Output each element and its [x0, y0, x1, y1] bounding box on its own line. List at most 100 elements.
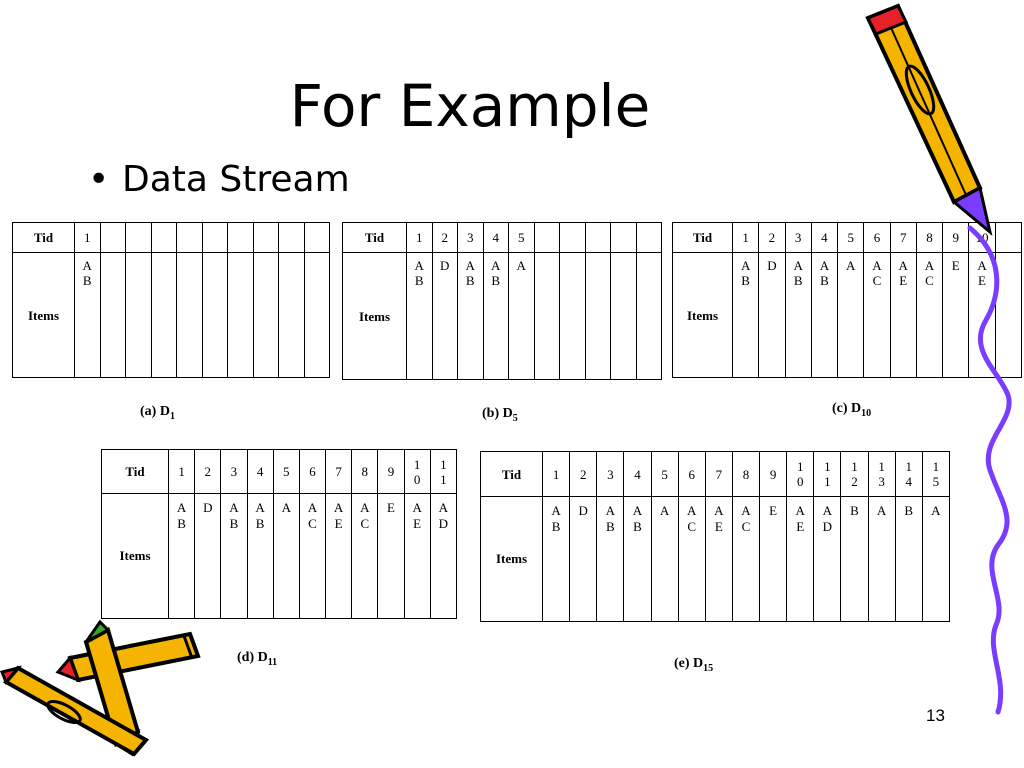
crossed-pencils-icon [0, 619, 201, 757]
tid-cell: 1 1 [429, 449, 458, 494]
tid-cell [303, 222, 330, 253]
tid-header-label: Tid [672, 222, 733, 253]
itemset-cell [150, 252, 177, 378]
tid-cell [278, 222, 305, 253]
tid-cell: 3 [220, 449, 248, 494]
itemset-cell: A B [457, 252, 484, 380]
tid-cell: 9 [377, 449, 405, 494]
tid-cell: 1 5 [921, 451, 951, 497]
itemset-cell: D [194, 493, 222, 619]
tid-cell: 5 [650, 451, 679, 497]
itemset-cell: B [840, 496, 869, 622]
bullet-item: • Data Stream [88, 158, 350, 202]
itemset-cell: A C [677, 496, 706, 622]
tid-cell: 8 [731, 451, 761, 497]
itemset-cell: A C [298, 493, 327, 619]
tid-cell: 6 [298, 449, 327, 494]
pencil-icon [865, 3, 1012, 715]
itemset-cell [559, 252, 586, 380]
itemset-cell: A C [351, 493, 379, 619]
itemset-cell: A C [863, 252, 891, 378]
itemset-cell: A [837, 252, 865, 378]
tid-cell: 3 [457, 222, 484, 253]
itemset-cell: A B [784, 252, 812, 378]
itemset-cell: E [758, 496, 788, 622]
itemset-cell: A [867, 496, 896, 622]
page-number: 13 [926, 706, 945, 725]
itemset-cell: B [894, 496, 923, 622]
pencil-body [865, 3, 993, 236]
items-row-label: Items [342, 252, 407, 380]
tid-cell [533, 222, 560, 253]
itemset-cell: A B [596, 496, 625, 622]
pencil-diagonal [0, 665, 150, 757]
itemset-cell: A B [482, 252, 509, 380]
tid-cell [635, 222, 662, 253]
itemset-cell: A B [810, 252, 839, 378]
tid-cell: 5 [508, 222, 535, 253]
itemset-cell: A E [889, 252, 917, 378]
itemset-cell: A [921, 496, 951, 622]
itemset-cell: A E [704, 496, 733, 622]
itemset-cell: A [508, 252, 535, 380]
squiggle-line [967, 225, 1012, 715]
itemset-cell: A B [406, 252, 433, 380]
tid-cell: 1 0 [403, 449, 431, 494]
tid-header-label: Tid [480, 451, 543, 497]
tid-cell [227, 222, 254, 253]
itemset-cell: A B [74, 252, 101, 378]
tid-cell [252, 222, 279, 253]
bullet-marker: • [88, 159, 110, 200]
caption-d10: (c) D10 [832, 401, 872, 419]
tid-cell: 6 [677, 451, 706, 497]
itemset-cell: D [569, 496, 598, 622]
pencil-horizontal [55, 631, 201, 683]
bullet-text: Data Stream [122, 159, 350, 200]
itemset-cell [227, 252, 254, 378]
itemset-cell: A E [403, 493, 431, 619]
itemset-cell [99, 252, 126, 378]
itemset-cell [252, 252, 279, 378]
itemset-cell: D [431, 252, 458, 380]
itemset-cell [125, 252, 152, 378]
itemset-cell: A B [220, 493, 248, 619]
itemset-cell [994, 252, 1023, 378]
itemset-cell [533, 252, 560, 380]
tid-cell: 7 [704, 451, 733, 497]
tid-cell: 2 [431, 222, 458, 253]
tid-cell: 7 [325, 449, 353, 494]
caption-d11: (d) D11 [237, 650, 278, 668]
itemset-cell: A [272, 493, 300, 619]
itemset-cell: A C [731, 496, 761, 622]
itemset-cell: A B [731, 252, 760, 378]
tid-cell: 1 [406, 222, 433, 253]
tid-cell: 1 4 [894, 451, 923, 497]
tid-cell [150, 222, 177, 253]
tid-cell: 1 [74, 222, 101, 253]
tid-cell: 4 [623, 451, 652, 497]
slide-title: For Example [289, 72, 651, 140]
tid-cell [99, 222, 126, 253]
itemset-cell [635, 252, 662, 380]
tid-cell: 5 [837, 222, 865, 253]
itemset-cell: E [377, 493, 405, 619]
tid-cell [559, 222, 586, 253]
items-row-label: Items [12, 252, 75, 378]
tid-cell: 5 [272, 449, 300, 494]
tid-cell [125, 222, 152, 253]
itemset-cell: A B [167, 493, 196, 619]
items-row-label: Items [101, 493, 169, 619]
tid-cell: 2 [569, 451, 598, 497]
tid-cell: 1 [167, 449, 196, 494]
itemset-cell: A B [623, 496, 652, 622]
itemset-cell [176, 252, 203, 378]
itemset-cell: A [650, 496, 679, 622]
caption-d5: (b) D5 [482, 406, 518, 424]
tid-header-label: Tid [101, 449, 169, 494]
tid-cell [994, 222, 1023, 253]
itemset-cell: A D [813, 496, 842, 622]
